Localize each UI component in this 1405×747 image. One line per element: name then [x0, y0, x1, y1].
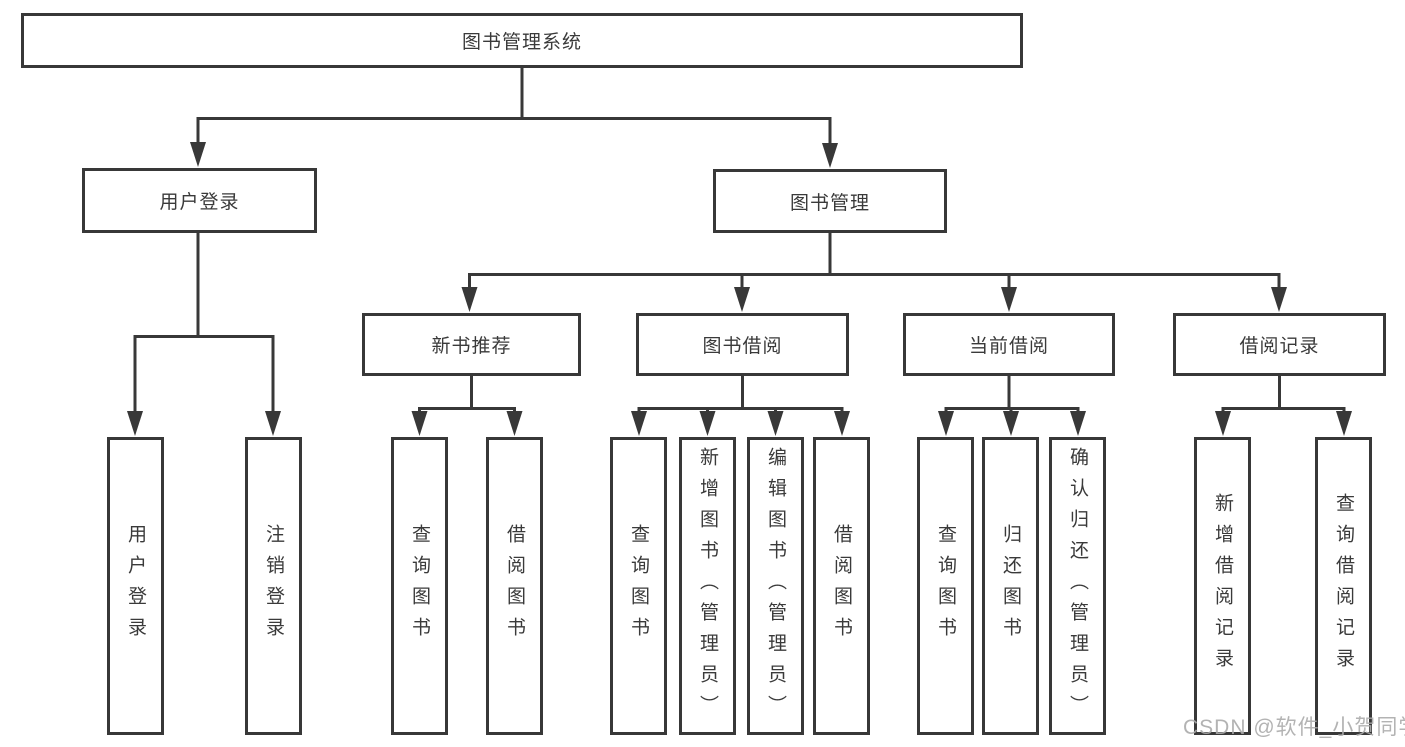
leaf-label: 新增借阅记录 [1212, 493, 1233, 679]
leaf-label: 新增图书（管理员） [697, 446, 718, 726]
leaf-label: 借阅图书 [504, 524, 525, 648]
leaf-add-book-admin: 新增图书（管理员） [679, 437, 736, 735]
connector-book-borrowing-to-leaves [631, 376, 850, 436]
leaf-user-login: 用户登录 [107, 437, 164, 735]
leaf-label: 查询图书 [935, 524, 956, 648]
leaf-label: 查询图书 [628, 524, 649, 648]
leaf-borrow-books-recommend: 借阅图书 [486, 437, 543, 735]
node-user-login: 用户登录 [82, 168, 317, 233]
leaf-label: 借阅图书 [831, 524, 852, 648]
leaf-query-borrow-record: 查询借阅记录 [1315, 437, 1372, 735]
leaf-label: 归还图书 [1000, 524, 1021, 648]
connector-book-management-to-level3 [461, 233, 1287, 312]
leaf-confirm-return-admin: 确认归还（管理员） [1049, 437, 1106, 735]
connector-borrow-records-to-leaves [1215, 376, 1352, 436]
connector-root-to-level2 [190, 68, 838, 168]
node-new-book-recommend: 新书推荐 [362, 313, 581, 376]
leaf-label: 确认归还（管理员） [1067, 446, 1088, 726]
leaf-return-books: 归还图书 [982, 437, 1039, 735]
connector-current-borrowing-to-leaves [938, 376, 1086, 436]
leaf-logout: 注销登录 [245, 437, 302, 735]
connector-user-login-to-leaves [127, 233, 281, 436]
leaf-query-books-current: 查询图书 [917, 437, 974, 735]
leaf-query-books-recommend: 查询图书 [391, 437, 448, 735]
leaf-edit-book-admin: 编辑图书（管理员） [747, 437, 804, 735]
leaf-label: 注销登录 [263, 524, 284, 648]
csdn-watermark: CSDN @软件_小贺同学 [1183, 716, 1405, 739]
leaf-label: 查询借阅记录 [1333, 493, 1354, 679]
leaf-add-borrow-record: 新增借阅记录 [1194, 437, 1251, 735]
node-book-management: 图书管理 [713, 169, 947, 233]
leaf-label: 编辑图书（管理员） [765, 446, 786, 726]
node-borrow-records: 借阅记录 [1173, 313, 1386, 376]
connector-new-book-to-leaves [411, 376, 523, 436]
node-current-borrowing: 当前借阅 [903, 313, 1115, 376]
node-book-borrowing: 图书借阅 [636, 313, 849, 376]
node-root: 图书管理系统 [21, 13, 1023, 68]
leaf-borrow-books: 借阅图书 [813, 437, 870, 735]
leaf-label: 用户登录 [125, 524, 146, 648]
leaf-query-books-borrowing: 查询图书 [610, 437, 667, 735]
leaf-label: 查询图书 [409, 524, 430, 648]
